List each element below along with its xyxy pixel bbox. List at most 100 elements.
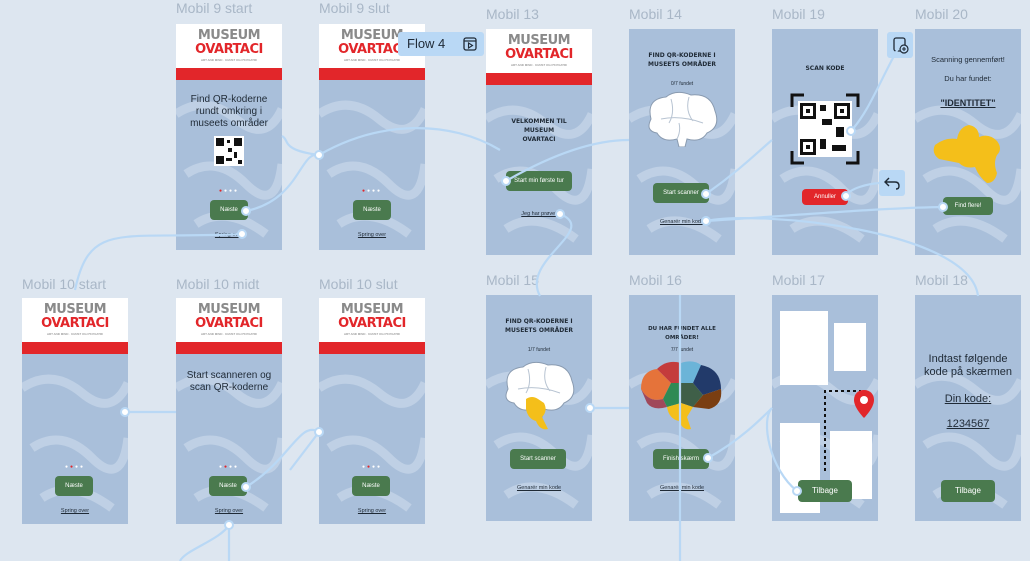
finish-screen-button[interactable]: Finish skærm bbox=[653, 449, 709, 469]
frame-label: Mobil 10 midt bbox=[176, 276, 260, 292]
connector-node[interactable] bbox=[938, 202, 948, 212]
next-button[interactable]: Næste bbox=[210, 200, 248, 220]
skip-link[interactable]: Spring over bbox=[357, 508, 387, 514]
skip-link[interactable]: Spring over bbox=[357, 232, 387, 238]
code-label: Din kode: bbox=[944, 393, 992, 405]
frame-mobil-18[interactable]: Indtast følgende kode på skærmen Din kod… bbox=[915, 295, 1021, 521]
connector-node[interactable] bbox=[241, 482, 251, 492]
page-dots: ●●●● bbox=[361, 188, 383, 194]
frame-label: Mobil 13 bbox=[486, 6, 539, 22]
frame-mobil-16[interactable]: DU HAR FUNDET ALLE OMRÅDER! 7/7 fundet F… bbox=[629, 295, 735, 521]
tried-link[interactable]: Jeg har prøvet bbox=[521, 211, 557, 217]
found-item: "IDENTITET" bbox=[940, 98, 996, 108]
skip-link[interactable]: Spring over bbox=[60, 508, 90, 514]
frame-mobil-14[interactable]: FIND QR-KODERNE I MUSEETS OMRÅDER 0/7 fu… bbox=[629, 29, 735, 255]
found-count: 7/7 fundet bbox=[670, 347, 694, 353]
frame-label: Mobil 16 bbox=[629, 272, 682, 288]
frame-label: Mobil 10 start bbox=[22, 276, 107, 292]
intro-text: Start scanneren og scan QR-koderne bbox=[186, 370, 272, 393]
start-scanner-button[interactable]: Start scanner bbox=[510, 449, 566, 469]
frame-label: Mobil 19 bbox=[772, 6, 825, 22]
flow-label: Flow 4 bbox=[407, 36, 446, 51]
next-button[interactable]: Næste bbox=[353, 200, 391, 220]
connector-node[interactable] bbox=[701, 189, 711, 199]
found-count: 1/7 fundet bbox=[527, 347, 551, 353]
back-arrow-icon bbox=[884, 177, 900, 190]
connector-node[interactable] bbox=[555, 209, 565, 219]
connector-node[interactable] bbox=[846, 126, 856, 136]
instruction-text: Indtast følgende kode på skærmen bbox=[923, 353, 1013, 378]
back-button[interactable]: Tilbage bbox=[941, 480, 995, 502]
connector-node[interactable] bbox=[314, 427, 324, 437]
map-block bbox=[834, 323, 866, 371]
start-scanner-button[interactable]: Start scanner bbox=[653, 183, 709, 203]
screen-title: DU HAR FUNDET ALLE OMRÅDER! bbox=[648, 326, 716, 341]
frame-label: Mobil 18 bbox=[915, 272, 968, 288]
frame-mobil-15[interactable]: FIND QR-KODERNE I MUSEETS OMRÅDER 1/7 fu… bbox=[486, 295, 592, 521]
skip-link[interactable]: Spring over bbox=[214, 508, 244, 514]
qr-scanner-icon bbox=[790, 93, 860, 165]
next-button[interactable]: Næste bbox=[209, 476, 247, 496]
connector-node[interactable] bbox=[237, 229, 247, 239]
brain-icon bbox=[648, 91, 718, 147]
connector-node[interactable] bbox=[585, 403, 595, 413]
back-arrow-button[interactable] bbox=[879, 170, 905, 196]
back-button[interactable]: Tilbage bbox=[798, 480, 852, 502]
you-found-text: Du har fundet: bbox=[944, 74, 992, 83]
next-button[interactable]: Næste bbox=[55, 476, 93, 496]
frame-label: Mobil 9 start bbox=[176, 0, 253, 16]
puzzle-piece-icon bbox=[933, 125, 1000, 183]
connector-node[interactable] bbox=[703, 453, 713, 463]
brain-icon bbox=[505, 361, 575, 430]
connector-node[interactable] bbox=[241, 206, 251, 216]
map-block bbox=[780, 311, 828, 385]
frame-mobil-17[interactable]: Tilbage bbox=[772, 295, 878, 521]
intro-text: Find QR-koderne rundt omkring i museets … bbox=[190, 94, 268, 129]
connector-node[interactable] bbox=[841, 191, 851, 201]
code-value: 1234567 bbox=[946, 418, 990, 430]
connector-node[interactable] bbox=[224, 520, 234, 530]
find-more-button[interactable]: Find flere! bbox=[943, 197, 993, 215]
regenerate-code-link[interactable]: Genarér min kode bbox=[659, 219, 705, 225]
frame-label: Mobil 14 bbox=[629, 6, 682, 22]
connector-node[interactable] bbox=[501, 176, 511, 186]
start-first-tour-button[interactable]: Start min første tur bbox=[506, 171, 572, 191]
regenerate-code-link[interactable]: Genarér min kode bbox=[659, 485, 705, 491]
connector-node[interactable] bbox=[701, 216, 711, 226]
frame-label: Mobil 20 bbox=[915, 6, 968, 22]
page-dots: ●●●● bbox=[218, 188, 240, 194]
flow-tag[interactable]: Flow 4 bbox=[398, 32, 484, 56]
page-dots: ●●●● bbox=[64, 464, 86, 470]
skip-link[interactable]: Spring over bbox=[214, 232, 244, 238]
page-dots: ●●●● bbox=[361, 464, 383, 470]
add-frame-icon bbox=[893, 37, 909, 54]
screen-title: FIND QR-KODERNE I MUSEETS OMRÅDER bbox=[505, 318, 573, 334]
connector-node[interactable] bbox=[120, 407, 130, 417]
regenerate-code-link[interactable]: Genarér min kode bbox=[516, 485, 562, 491]
connector-node[interactable] bbox=[792, 486, 802, 496]
frame-label: Mobil 10 slut bbox=[319, 276, 398, 292]
found-count: 0/7 fundet bbox=[670, 81, 694, 87]
frame-mobil-20[interactable]: Scanning gennemført! Du har fundet: "IDE… bbox=[915, 29, 1021, 255]
cancel-button[interactable]: Annuller bbox=[802, 189, 848, 205]
next-button[interactable]: Næste bbox=[352, 476, 390, 496]
frame-label: Mobil 17 bbox=[772, 272, 825, 288]
connector-node[interactable] bbox=[314, 150, 324, 160]
frame-label: Mobil 15 bbox=[486, 272, 539, 288]
scan-complete-text: Scanning gennemført! bbox=[931, 55, 1005, 64]
frame-label: Mobil 9 slut bbox=[319, 0, 390, 16]
play-icon bbox=[463, 37, 477, 51]
add-frame-button[interactable] bbox=[887, 32, 913, 58]
screen-title: FIND QR-KODERNE I MUSEETS OMRÅDER bbox=[648, 52, 716, 68]
frame-mobil-19[interactable]: SCAN KODE Annuller bbox=[772, 29, 878, 255]
